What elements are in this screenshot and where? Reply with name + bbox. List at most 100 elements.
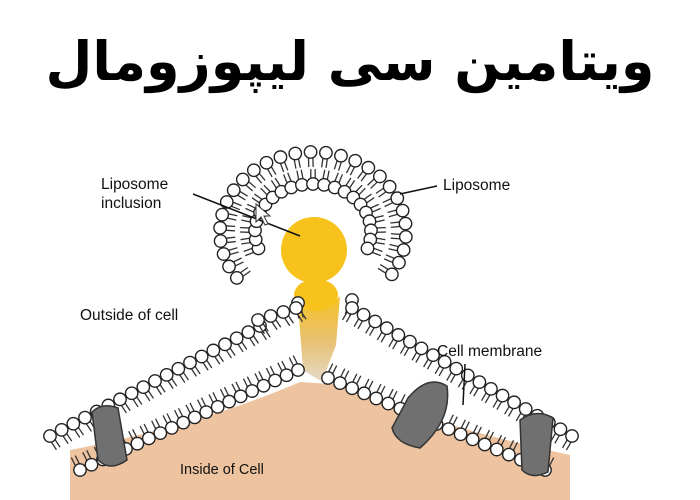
lipid-tail	[345, 164, 352, 174]
lipid-tail	[415, 354, 421, 363]
lipid-tail	[434, 365, 441, 375]
lipid-tail	[372, 251, 382, 257]
label-inside-of-cell: Inside of Cell	[180, 462, 264, 478]
lipid-head	[273, 150, 288, 164]
label-cell-membrane: Cell membrane	[437, 343, 543, 360]
lipid-tail	[132, 428, 138, 438]
lipid-tail	[162, 415, 168, 424]
label-liposome-inclusion: Liposome inclusion	[101, 176, 169, 212]
lipid-head	[460, 368, 475, 383]
lipid-tail	[460, 419, 466, 429]
lipid-head	[222, 259, 236, 274]
lipid-tail	[270, 166, 277, 175]
lipid-head	[345, 381, 360, 396]
lipid-head	[449, 361, 464, 376]
lipid-head	[437, 354, 452, 369]
lipid-tail	[352, 373, 358, 383]
lipid-tail	[292, 355, 298, 364]
lipid-head	[226, 183, 241, 198]
lipid-tail	[387, 209, 397, 214]
lipid-tail	[128, 430, 134, 440]
lipid-head	[246, 163, 261, 178]
lipid-head	[372, 169, 387, 184]
lipid-head	[321, 371, 335, 385]
lipid-tail	[326, 170, 330, 180]
lipid-head	[382, 179, 397, 194]
lipid-tail	[166, 413, 172, 422]
lipid-tail	[85, 423, 92, 432]
lipid-tail	[264, 329, 271, 338]
lipid-tail	[508, 439, 515, 449]
lipid-head	[414, 341, 429, 356]
lipid-head	[489, 442, 504, 457]
lipid-tail	[372, 207, 381, 213]
lipid-tail	[349, 180, 356, 189]
lipid-tail	[373, 247, 383, 253]
lipid-head	[381, 396, 396, 411]
lipid-tail	[365, 325, 371, 334]
lipid-head	[153, 426, 168, 441]
lipid-tail	[271, 321, 278, 331]
lipid-head	[54, 422, 69, 437]
lipid-tail	[363, 193, 372, 200]
lipid-tail	[366, 197, 375, 204]
lipid-head	[291, 363, 305, 377]
lipid-tail	[293, 159, 297, 169]
lipid-head	[345, 301, 359, 315]
lipid-tail	[249, 337, 256, 347]
lipid-tail	[550, 433, 557, 442]
lipid-tail	[231, 205, 241, 211]
lipid-tail	[74, 429, 81, 438]
lipid-head	[229, 270, 244, 285]
lipid-head	[276, 305, 291, 319]
leader-lines	[192, 185, 466, 406]
lipid-tail	[349, 166, 356, 176]
lipid-tail	[212, 392, 218, 401]
lipid-tail	[333, 160, 338, 170]
lipid-tail	[370, 181, 378, 189]
lipid-head	[369, 391, 384, 406]
lipid-head	[148, 374, 162, 388]
lipid-tail	[492, 399, 499, 408]
lipid-tail	[260, 331, 267, 341]
lipid-head	[84, 457, 99, 472]
lipid-head	[384, 267, 399, 282]
lipid-head	[392, 255, 406, 270]
lipid-tail	[368, 380, 374, 390]
lipid-tail	[382, 198, 392, 204]
lipid-tail	[392, 340, 398, 350]
lipid-head	[553, 422, 568, 437]
lipid-tail	[287, 172, 292, 182]
lipid-tail	[246, 203, 256, 209]
lipid-tail	[124, 402, 131, 411]
lipid-tail	[132, 399, 139, 408]
lipid-tail	[375, 187, 384, 194]
lipid-tail	[241, 241, 251, 245]
lipid-head	[391, 328, 406, 342]
lipid-tail	[241, 341, 248, 350]
lipid-tail	[242, 378, 249, 387]
lipid-tail	[159, 384, 166, 393]
lipid-tail	[390, 225, 400, 229]
lipid-tail	[219, 388, 226, 398]
lipid-tail	[400, 393, 406, 403]
lipid-head	[245, 384, 260, 398]
lipid-tail	[283, 161, 289, 171]
lipid-tail	[206, 359, 213, 369]
lipid-head	[171, 361, 186, 376]
lipid-tail	[228, 247, 238, 251]
lipid-tail	[377, 267, 386, 274]
lipid-head	[206, 343, 221, 358]
lipid-head	[379, 321, 394, 336]
lipid-head	[164, 420, 179, 435]
lipid-tail	[484, 429, 491, 439]
lipid-head	[333, 376, 347, 391]
lipid-tail	[370, 203, 380, 209]
lipid-tail	[358, 187, 366, 196]
lipid-tail	[380, 334, 387, 343]
lipid-tail	[356, 375, 362, 385]
lipid-tail	[239, 190, 248, 197]
lipid-head	[402, 334, 417, 349]
lipid-tail	[258, 371, 264, 380]
lipid-head	[187, 410, 202, 425]
